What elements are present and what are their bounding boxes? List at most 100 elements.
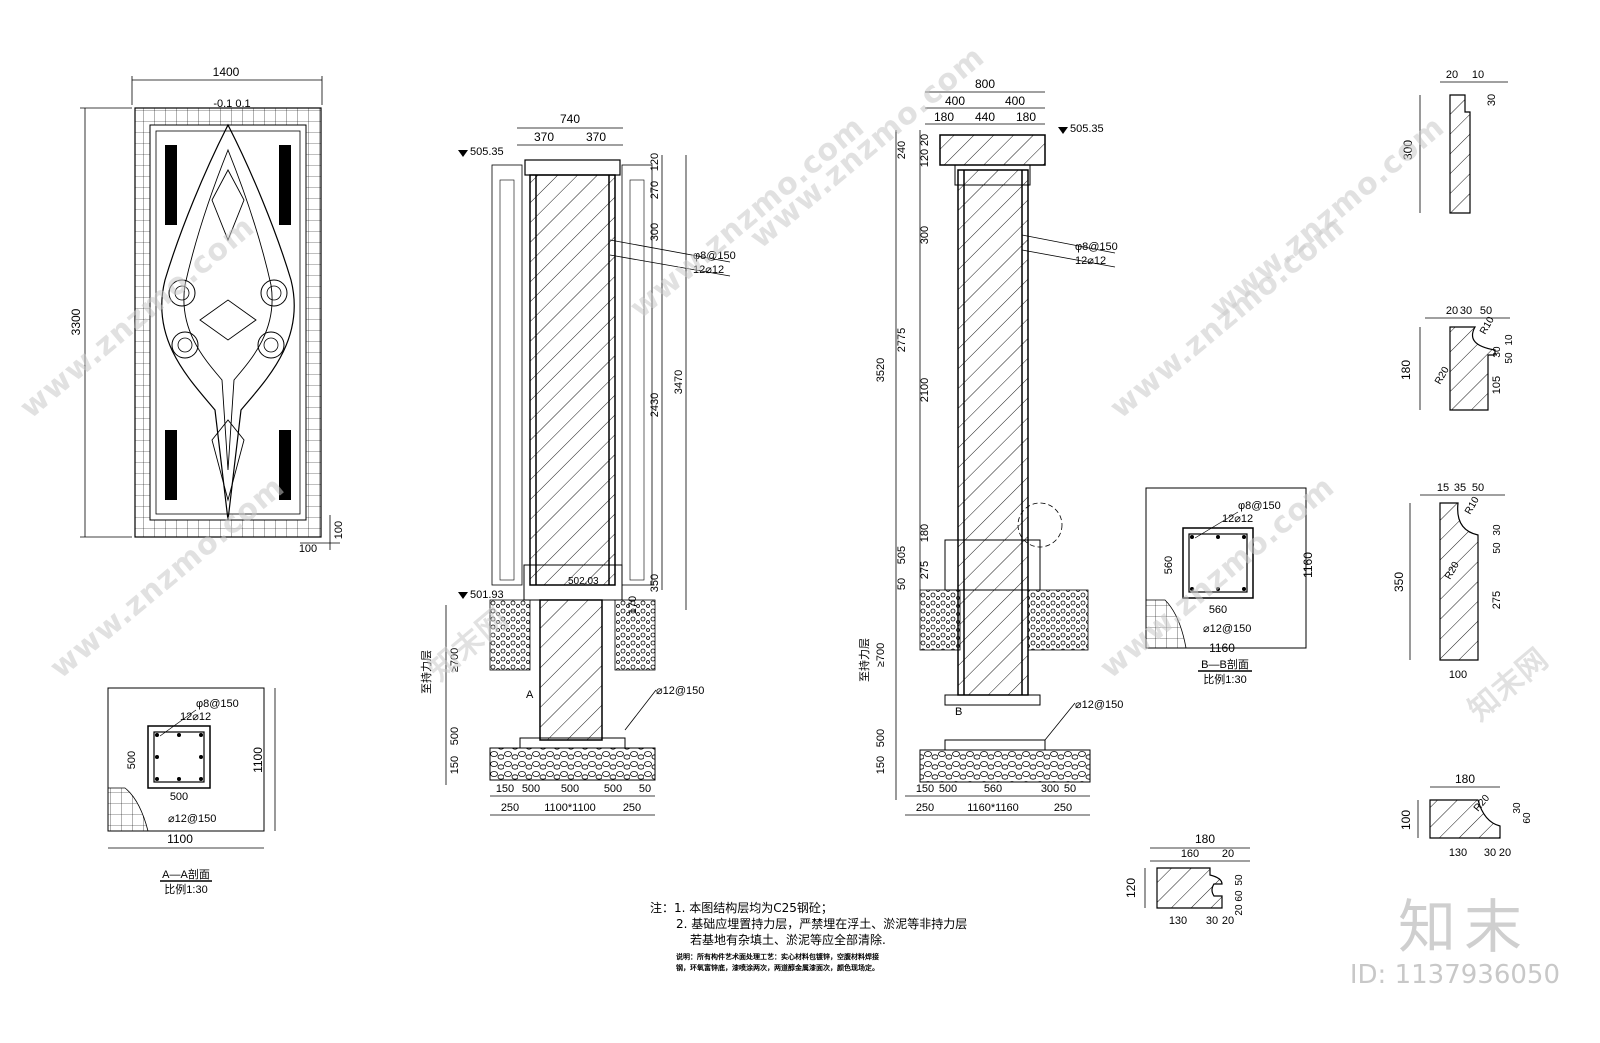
- sb-h-180: 180: [919, 524, 931, 542]
- sa-h-270: 270: [649, 181, 661, 199]
- sa-b-250r: 250: [623, 802, 641, 814]
- bb-title: B—B剖面: [1201, 657, 1249, 671]
- sb-b-560: 560: [984, 783, 1002, 795]
- p3-d0: 15: [1437, 482, 1449, 494]
- section-bb-plan: φ8@150 12⌀12 ⌀12@150 560 560 1160 1160 B…: [1145, 487, 1315, 686]
- sa-level-top: 505.35: [470, 146, 504, 158]
- p4-d2: 100: [1399, 810, 1413, 830]
- sb-cut-label: B: [955, 706, 962, 718]
- sb-h-2775: 2775: [896, 328, 908, 352]
- p2-d0: 20: [1446, 305, 1458, 317]
- sa-level-ground: 501.93: [470, 589, 504, 601]
- sb-width-d: 440: [975, 110, 995, 124]
- sb-width-total: 800: [975, 77, 995, 91]
- bb-rebar-3: ⌀12@150: [1203, 623, 1251, 635]
- section-aa-plan: φ8@150 12⌀12 ⌀12@150 500 500 1100 1100 A…: [107, 687, 276, 896]
- gate-elevation: 1400 -0.1 0.1 3300 100 100: [69, 65, 345, 555]
- brand-logo: 知末: [1397, 893, 1530, 961]
- p5-d7: 50: [1234, 874, 1245, 886]
- sb-h-275: 275: [919, 561, 931, 579]
- sa-found-layer-1: 150: [449, 756, 461, 774]
- p1-d0: 20: [1446, 69, 1458, 81]
- sb-b-300: 300: [1041, 783, 1059, 795]
- sa-h-2430: 2430: [649, 393, 661, 417]
- p2-d4: 10: [1504, 334, 1515, 346]
- sa-rebar-main: 12⌀12: [693, 264, 724, 276]
- sb-b-size: 1160*1160: [967, 802, 1019, 814]
- sb-h-2100: 2100: [919, 378, 931, 402]
- sa-b-size: 1100*1100: [544, 802, 596, 814]
- aa-dim-2: 500: [170, 791, 188, 803]
- elev-bottom: 100: [299, 543, 317, 555]
- p3-d8: 275: [1491, 591, 1503, 609]
- moulding-profile-4: 180 R20 100 30 60 130 30 20: [1399, 772, 1533, 859]
- p5-d0: 180: [1195, 832, 1215, 846]
- sa-h-300: 300: [649, 223, 661, 241]
- sa-found-depth: ≥700: [449, 648, 461, 672]
- p4-d4: 60: [1522, 812, 1533, 824]
- p5-d5: 30: [1206, 915, 1218, 927]
- sa-b-500c: 500: [604, 783, 622, 795]
- p5-d6: 20: [1222, 915, 1234, 927]
- sb-h-20: 20: [919, 134, 931, 146]
- p1-d2: 30: [1486, 94, 1498, 106]
- bb-dim-1: 560: [1163, 556, 1175, 574]
- sb-h-300: 300: [919, 226, 931, 244]
- p5-d1: 160: [1181, 848, 1199, 860]
- note-small-1: 说明：所有构件艺术面处理工艺：实心材料包镀锌，空腹材料焊接: [676, 953, 879, 961]
- moulding-profile-1: 20 10 30 300: [1401, 69, 1508, 214]
- note-small-2: 钢，环氧富锌底，漆喷涂两次，两道醇金属漆面次，颜色现场定。: [676, 964, 879, 972]
- brand-id: ID: 1137936050: [1349, 960, 1560, 990]
- p3-d3: R10: [1463, 495, 1482, 517]
- p2-d1: 30: [1460, 305, 1472, 317]
- sb-b-500: 500: [939, 783, 957, 795]
- p2-d8: R20: [1433, 365, 1452, 387]
- bb-rebar-1: φ8@150: [1238, 500, 1281, 512]
- sa-h-3470: 3470: [673, 370, 685, 394]
- p1-d3: 300: [1401, 140, 1415, 160]
- bb-rebar-2: 12⌀12: [1222, 513, 1253, 525]
- p3-d5: 50: [1492, 542, 1503, 554]
- sb-h-505: 505: [896, 546, 908, 564]
- sa-b-500b: 500: [561, 783, 579, 795]
- sb-b-150: 150: [916, 783, 934, 795]
- moulding-profile-2: 20 30 50 R10 10 30 50 180 R20 105: [1399, 305, 1515, 411]
- note-line-3: 若基地有杂填土、淤泥等应全部清除.: [690, 933, 886, 947]
- aa-rebar-2: 12⌀12: [180, 711, 211, 723]
- sb-b-250l: 250: [916, 802, 934, 814]
- sb-width-c: 180: [934, 110, 954, 124]
- sb-found-label: 至持力层: [857, 638, 871, 682]
- aa-dim-3: 1100: [167, 832, 193, 846]
- elev-top: -0.1 0.1: [213, 98, 250, 110]
- aa-dim-4: 1100: [251, 747, 265, 773]
- p4-d1: R20: [1472, 792, 1493, 813]
- sb-b-50: 50: [1064, 783, 1076, 795]
- p3-d4: 30: [1492, 524, 1503, 536]
- sb-h-240: 240: [896, 141, 908, 159]
- sb-level-top: 505.35: [1070, 123, 1104, 135]
- p5-d4: 130: [1169, 915, 1187, 927]
- bb-dim-4: 1160: [1301, 552, 1315, 578]
- sb-h-3520: 3520: [875, 358, 887, 382]
- p5-d3: 120: [1124, 878, 1138, 898]
- aa-rebar-3: ⌀12@150: [168, 813, 216, 825]
- sa-h-120: 120: [649, 153, 661, 171]
- sa-width-total: 740: [560, 112, 580, 126]
- sa-b-500a: 500: [522, 783, 540, 795]
- sa-found-label: 至持力层: [419, 650, 433, 694]
- aa-dim-1: 500: [126, 751, 138, 769]
- p4-d7: 20: [1499, 847, 1511, 859]
- sa-level-mid: 502.03: [568, 576, 599, 587]
- p5-d9: 20: [1234, 904, 1245, 916]
- sb-width-b: 400: [1005, 94, 1025, 108]
- elev-width: 1400: [213, 65, 240, 79]
- p3-d6: 350: [1392, 572, 1406, 592]
- p2-d5: 30: [1492, 346, 1503, 358]
- sb-h-120: 120: [919, 149, 931, 167]
- sa-cut-label: A: [526, 689, 534, 701]
- p3-d9: 100: [1449, 669, 1467, 681]
- p4-d0: 180: [1455, 772, 1475, 786]
- drawing-notes: 注：1. 本图结构层均为C25钢砼； 2. 基础应埋置持力层，严禁埋在浮土、淤泥…: [650, 900, 967, 974]
